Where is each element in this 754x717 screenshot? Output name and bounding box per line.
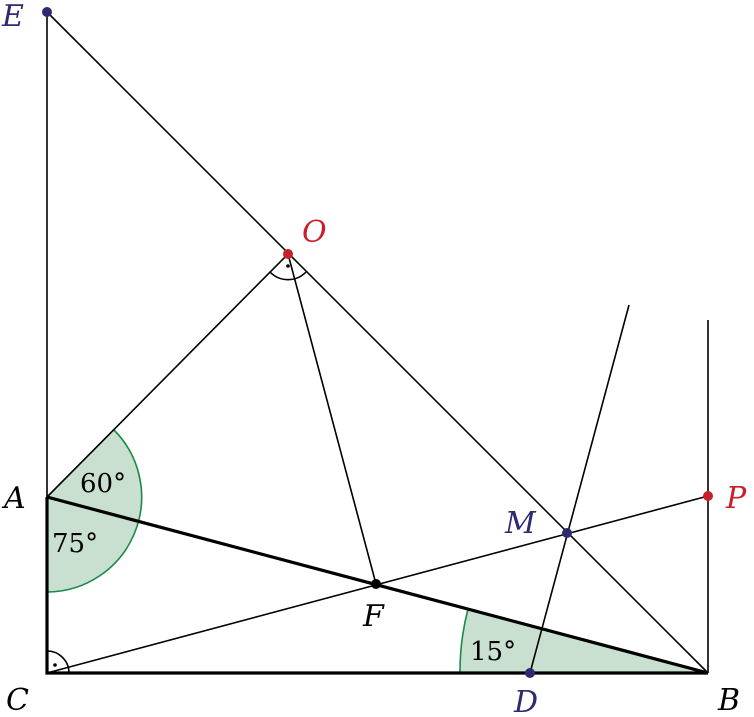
label-E: E <box>1 0 24 34</box>
label-D: D <box>513 685 538 717</box>
point-F <box>371 579 381 589</box>
angle-label-15: 15° <box>470 637 516 667</box>
point-D <box>525 668 535 678</box>
label-A: A <box>1 481 26 516</box>
label-O: O <box>302 215 327 250</box>
segment-AO <box>46 253 289 498</box>
label-F: F <box>362 599 385 634</box>
label-M: M <box>504 506 537 541</box>
label-P: P <box>725 481 747 516</box>
angle-label-60: 60° <box>80 469 126 499</box>
angle-label-75: 75° <box>52 529 98 559</box>
line-DM <box>529 304 630 674</box>
right-angle-dot-C <box>53 663 57 667</box>
point-P <box>703 491 713 501</box>
label-B: B <box>717 683 740 717</box>
point-M <box>562 528 572 538</box>
point-O <box>283 249 293 259</box>
segment-EB <box>46 11 709 674</box>
right-angle-mark-C <box>46 650 70 674</box>
angle-arc-A <box>46 429 143 593</box>
label-C: C <box>6 683 29 717</box>
segment-OF <box>287 253 377 585</box>
right-angle-mark-O <box>269 271 307 281</box>
right-angle-dot-O <box>286 264 290 268</box>
angle-arc-B <box>459 608 469 674</box>
point-E <box>42 7 52 17</box>
